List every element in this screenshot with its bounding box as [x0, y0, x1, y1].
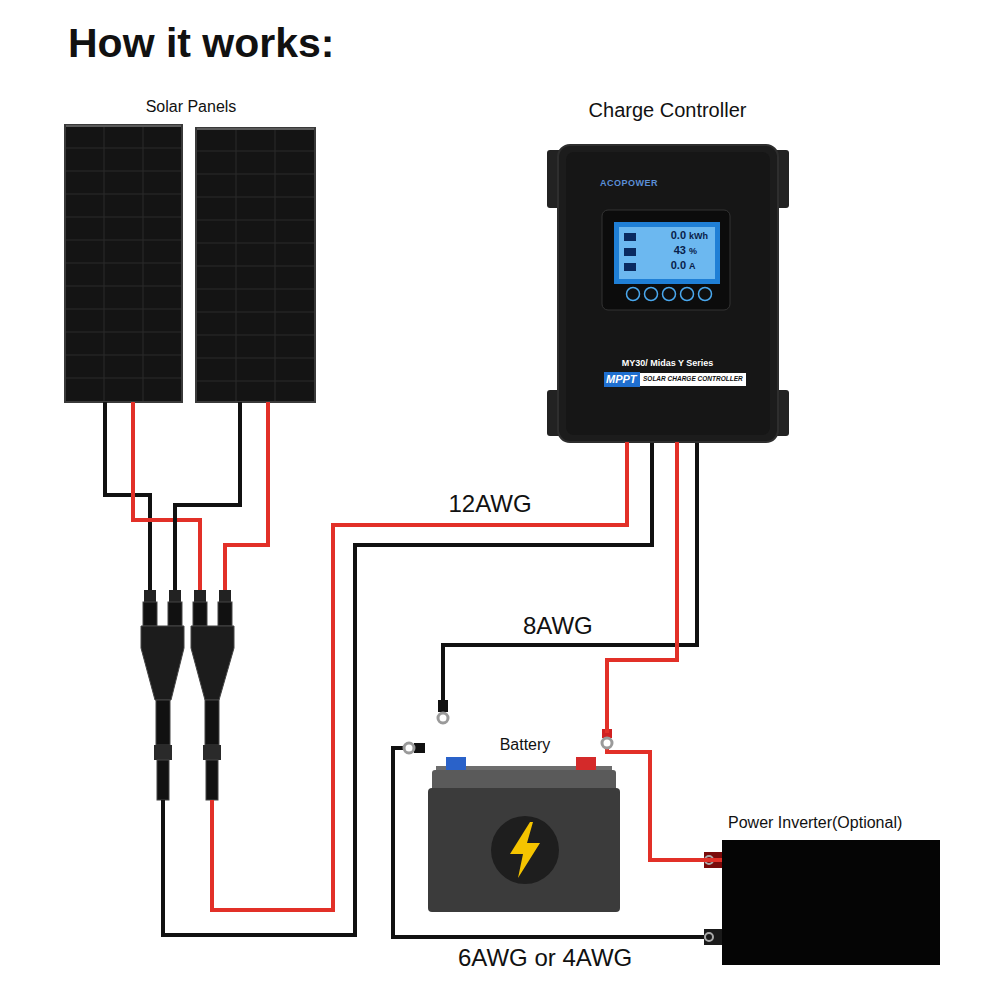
button [663, 288, 676, 301]
lcd-screen [619, 227, 715, 279]
wire-gauge-label: 8AWG [520, 612, 596, 640]
button [627, 288, 640, 301]
lcd-icon [624, 248, 636, 256]
negative-terminal [446, 757, 466, 770]
y-branch [141, 626, 184, 700]
red-lead [133, 402, 200, 592]
power-inverter [704, 840, 940, 965]
black-wire [443, 442, 697, 706]
title: How it works: [68, 20, 335, 67]
mc4-nut [203, 745, 221, 760]
black-lead [105, 402, 150, 592]
positive-terminal [576, 757, 596, 770]
mc4-plug [157, 760, 169, 800]
mc4-plug [168, 602, 182, 626]
wires [163, 442, 706, 937]
lcd-unit: % [689, 246, 697, 256]
y-branch [191, 626, 234, 700]
panel-edge [197, 128, 314, 130]
wire-connector [625, 752, 722, 860]
lcd-value: 0.0 [640, 259, 686, 272]
mppt-badge: MPPT [606, 373, 637, 386]
red-wire [210, 800, 214, 812]
node-heading: Power Inverter(Optional) [728, 814, 902, 832]
ring-lug [404, 743, 414, 753]
black-wire [393, 748, 706, 937]
model-name: MY30/ Midas Y Series [545, 358, 790, 368]
mc4-plug [194, 590, 206, 602]
y-branch-stem [205, 700, 219, 745]
lightning-bolt [510, 822, 540, 878]
lcd-icon [624, 233, 636, 241]
battery: Battery [425, 733, 625, 915]
button [699, 288, 712, 301]
button [681, 288, 694, 301]
mc4-plug [219, 590, 231, 602]
display-bezel [602, 210, 730, 310]
panel-frame [65, 125, 182, 402]
mppt-stripe [604, 372, 640, 387]
inverter-body [722, 840, 940, 965]
mc4-plug [193, 602, 207, 626]
lcd-frame [614, 222, 720, 284]
solar-panel [196, 128, 315, 402]
inverter-terminal [704, 929, 722, 945]
lcd-value: 43 [640, 244, 686, 257]
wire-connector [212, 442, 627, 910]
lug-sleeve [414, 743, 425, 753]
panel-cells [66, 126, 181, 401]
charge-controller-device [547, 145, 789, 442]
black-wire [163, 442, 652, 935]
red-lead [225, 402, 268, 592]
power-inverter: Power Inverter(Optional) [722, 810, 942, 968]
battery-body [428, 788, 620, 912]
ring-lug [602, 738, 612, 748]
lcd-value: 0.0 [640, 229, 686, 242]
solar-panel [65, 125, 182, 402]
battery-badge [491, 816, 559, 884]
mc4-plug [206, 760, 218, 800]
ring-lug [438, 713, 448, 723]
controller-body [558, 145, 778, 442]
panel-edge [66, 125, 181, 127]
button [645, 288, 658, 301]
lcd-icon [624, 263, 636, 271]
panel-frame [196, 128, 315, 402]
lcd-unit: A [689, 261, 696, 271]
panel-leads [105, 402, 268, 592]
mc4-plug [144, 590, 156, 602]
mc4-plug [143, 602, 157, 626]
solar-panel-group: Solar Panels [60, 92, 322, 812]
label-stripe [640, 373, 746, 386]
panel-cells [197, 129, 314, 401]
product-type: SOLAR CHARGE CONTROLLER [643, 375, 743, 382]
controller-face [566, 152, 770, 435]
wire-gauge-label: 6AWG or 4AWG [455, 944, 635, 972]
y-branch-stem [156, 700, 170, 745]
black-lead [175, 402, 240, 592]
node-heading: Charge Controller [545, 99, 790, 122]
node-heading: Battery [425, 736, 625, 754]
wire-gauge-label: 12AWG [446, 490, 535, 518]
node-heading: Solar Panels [60, 98, 322, 116]
mc4-connectors [141, 590, 234, 800]
brand-logo: ACOPOWER [600, 178, 658, 188]
mc4-plug [218, 602, 232, 626]
charge-controller: Charge ControllerACOPOWER MY30/ Midas Y S… [545, 95, 790, 442]
battery [428, 757, 620, 912]
mc4-nut [154, 745, 172, 760]
lcd-unit: kWh [689, 231, 708, 241]
mc4-plug [169, 590, 181, 602]
wire-connector [607, 442, 677, 733]
ring-lug [705, 933, 713, 941]
lug-sleeve [438, 700, 448, 712]
